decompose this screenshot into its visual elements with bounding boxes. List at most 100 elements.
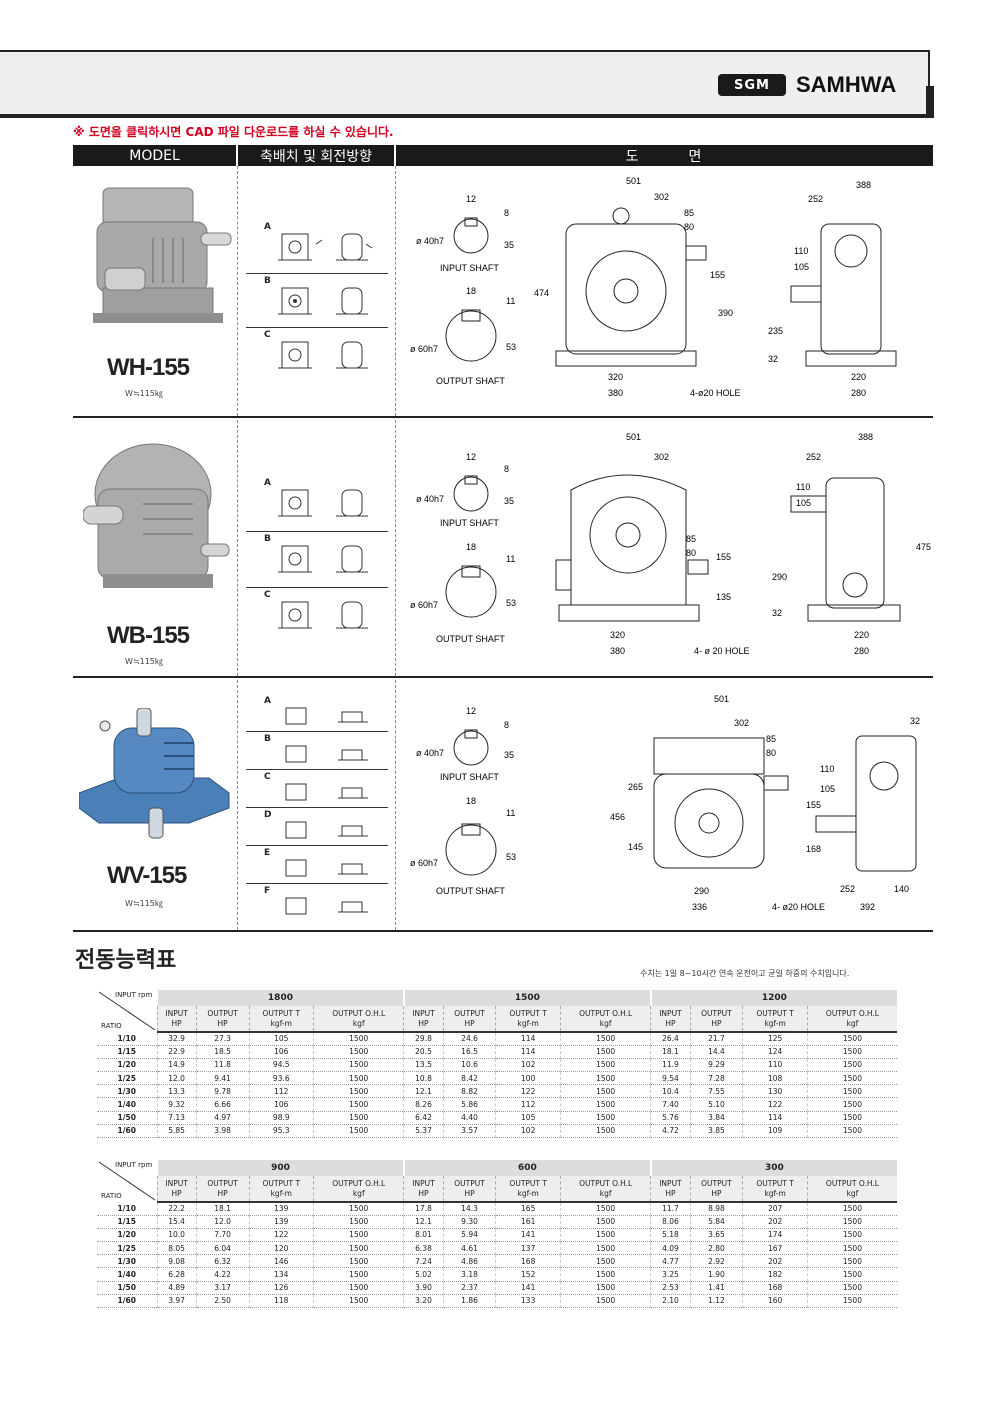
value-cell: 168 xyxy=(495,1254,561,1269)
wv155-cad-drawing[interactable]: 12 8 35 ø 40h7 INPUT SHAFT 18 11 53 ø 60… xyxy=(396,680,933,932)
wh155-product-photo[interactable] xyxy=(83,178,233,338)
value-cell: 1500 xyxy=(806,1032,897,1046)
dim-label: 32 xyxy=(768,354,778,364)
column-header-line: OUTPUT O.H.L xyxy=(579,1009,633,1019)
value-cell: 1500 xyxy=(559,1294,651,1309)
value-cell: 94.5 xyxy=(248,1058,314,1073)
value-cell: 5.18 xyxy=(650,1228,691,1243)
rotation-diagram-icon xyxy=(285,897,368,915)
rotation-option[interactable]: D xyxy=(246,810,388,846)
value-cell: 12.0 xyxy=(195,1215,250,1229)
dim-label: 145 xyxy=(628,842,643,852)
rotation-option[interactable]: C xyxy=(246,772,388,808)
column-header-line: OUTPUT T xyxy=(756,1179,794,1189)
value-cell: 202 xyxy=(742,1254,808,1269)
value-cell: 4.40 xyxy=(442,1111,496,1125)
dim-label: 18 xyxy=(466,542,476,552)
wb155-cad-drawing[interactable]: 12 8 35 ø 40h7 INPUT SHAFT 18 11 53 ø 60… xyxy=(396,420,933,678)
column-header-line: OUTPUT xyxy=(207,1179,238,1189)
column-header-unit: kgf-m xyxy=(270,1188,292,1198)
value-cell: 5.02 xyxy=(403,1267,444,1282)
ratio-cell: 1/15 xyxy=(97,1215,157,1229)
value-cell: 18.1 xyxy=(195,1202,250,1216)
column-header-line: OUTPUT T xyxy=(756,1009,794,1019)
rpm-header: 900 xyxy=(156,1160,404,1176)
dim-label: ø 40h7 xyxy=(416,748,444,758)
column-header-unit: kgf-m xyxy=(764,1018,786,1028)
value-cell: 11.9 xyxy=(650,1058,691,1073)
rotation-option[interactable]: C xyxy=(246,590,388,644)
value-cell: 18.5 xyxy=(195,1045,250,1059)
value-cell: 3.85 xyxy=(689,1124,743,1139)
dim-label: 85 xyxy=(766,734,776,744)
value-cell: 9.08 xyxy=(156,1254,197,1269)
column-header-line: INPUT xyxy=(165,1009,188,1019)
value-cell: 4.77 xyxy=(650,1254,691,1269)
rotation-label: A xyxy=(264,222,271,232)
dim-label: 252 xyxy=(806,452,821,462)
column-header-line: OUTPUT O.H.L xyxy=(332,1179,386,1189)
model-row-wv155: WV-155 W≒115㎏ A B C D E F 12 8 35 ø 40h7… xyxy=(73,680,933,932)
rotation-option[interactable]: A xyxy=(246,222,388,274)
dim-label: 501 xyxy=(714,694,729,704)
rotation-option[interactable]: C xyxy=(246,330,388,382)
value-cell: 1500 xyxy=(806,1202,897,1216)
column-header-line: OUTPUT xyxy=(701,1179,732,1189)
rotation-diagram-icon xyxy=(285,859,368,877)
value-cell: 122 xyxy=(248,1228,314,1243)
wb155-product-photo[interactable] xyxy=(83,434,233,599)
rotation-option[interactable]: F xyxy=(246,886,388,922)
rotation-label: F xyxy=(264,886,271,896)
value-cell: 165 xyxy=(495,1202,561,1216)
rotation-label: C xyxy=(264,330,271,340)
rotation-option[interactable]: E xyxy=(246,848,388,884)
column-header-unit: HP xyxy=(665,1018,676,1028)
dim-label: 388 xyxy=(856,180,871,190)
column-header-line: OUTPUT xyxy=(454,1179,485,1189)
model-name: WH-155 xyxy=(107,354,190,381)
value-cell: 105 xyxy=(248,1032,314,1046)
value-cell: 20.5 xyxy=(403,1045,444,1059)
rotation-option[interactable]: B xyxy=(246,534,388,588)
value-cell: 1500 xyxy=(313,1071,404,1086)
value-cell: 2.53 xyxy=(650,1281,691,1295)
rotation-option[interactable]: A xyxy=(246,478,388,532)
column-header-unit: kgf xyxy=(352,1018,365,1028)
value-cell: 8.82 xyxy=(442,1084,496,1099)
wv155-product-photo[interactable] xyxy=(79,708,234,848)
rotation-option[interactable]: B xyxy=(246,734,388,770)
dim-label: 85 xyxy=(684,208,694,218)
rpm-header: 1800 xyxy=(156,990,404,1006)
rotation-option[interactable]: B xyxy=(246,276,388,328)
brand-logo[interactable]: SGM SAMHWA xyxy=(718,72,896,98)
value-cell: 2.50 xyxy=(195,1294,250,1309)
dim-label: 12 xyxy=(466,452,476,462)
dim-label: 11 xyxy=(506,808,515,818)
rotation-diagram-icon xyxy=(285,821,368,839)
wh155-cad-drawing[interactable]: 12 8 35 ø 40h7 INPUT SHAFT 18 11 53 ø 60… xyxy=(396,166,933,418)
value-cell: 118 xyxy=(248,1294,314,1309)
value-cell: 2.92 xyxy=(689,1254,743,1269)
column-header-line: OUTPUT T xyxy=(262,1179,301,1189)
value-cell: 1500 xyxy=(806,1058,897,1073)
value-cell: 1500 xyxy=(313,1124,404,1139)
value-cell: 18.1 xyxy=(650,1045,691,1059)
value-cell: 21.7 xyxy=(689,1032,743,1046)
value-cell: 1500 xyxy=(806,1124,897,1139)
model-weight: W≒115㎏ xyxy=(125,389,163,398)
value-cell: 1500 xyxy=(806,1071,897,1086)
value-cell: 8.06 xyxy=(650,1215,691,1229)
rotation-option[interactable]: A xyxy=(246,696,388,732)
